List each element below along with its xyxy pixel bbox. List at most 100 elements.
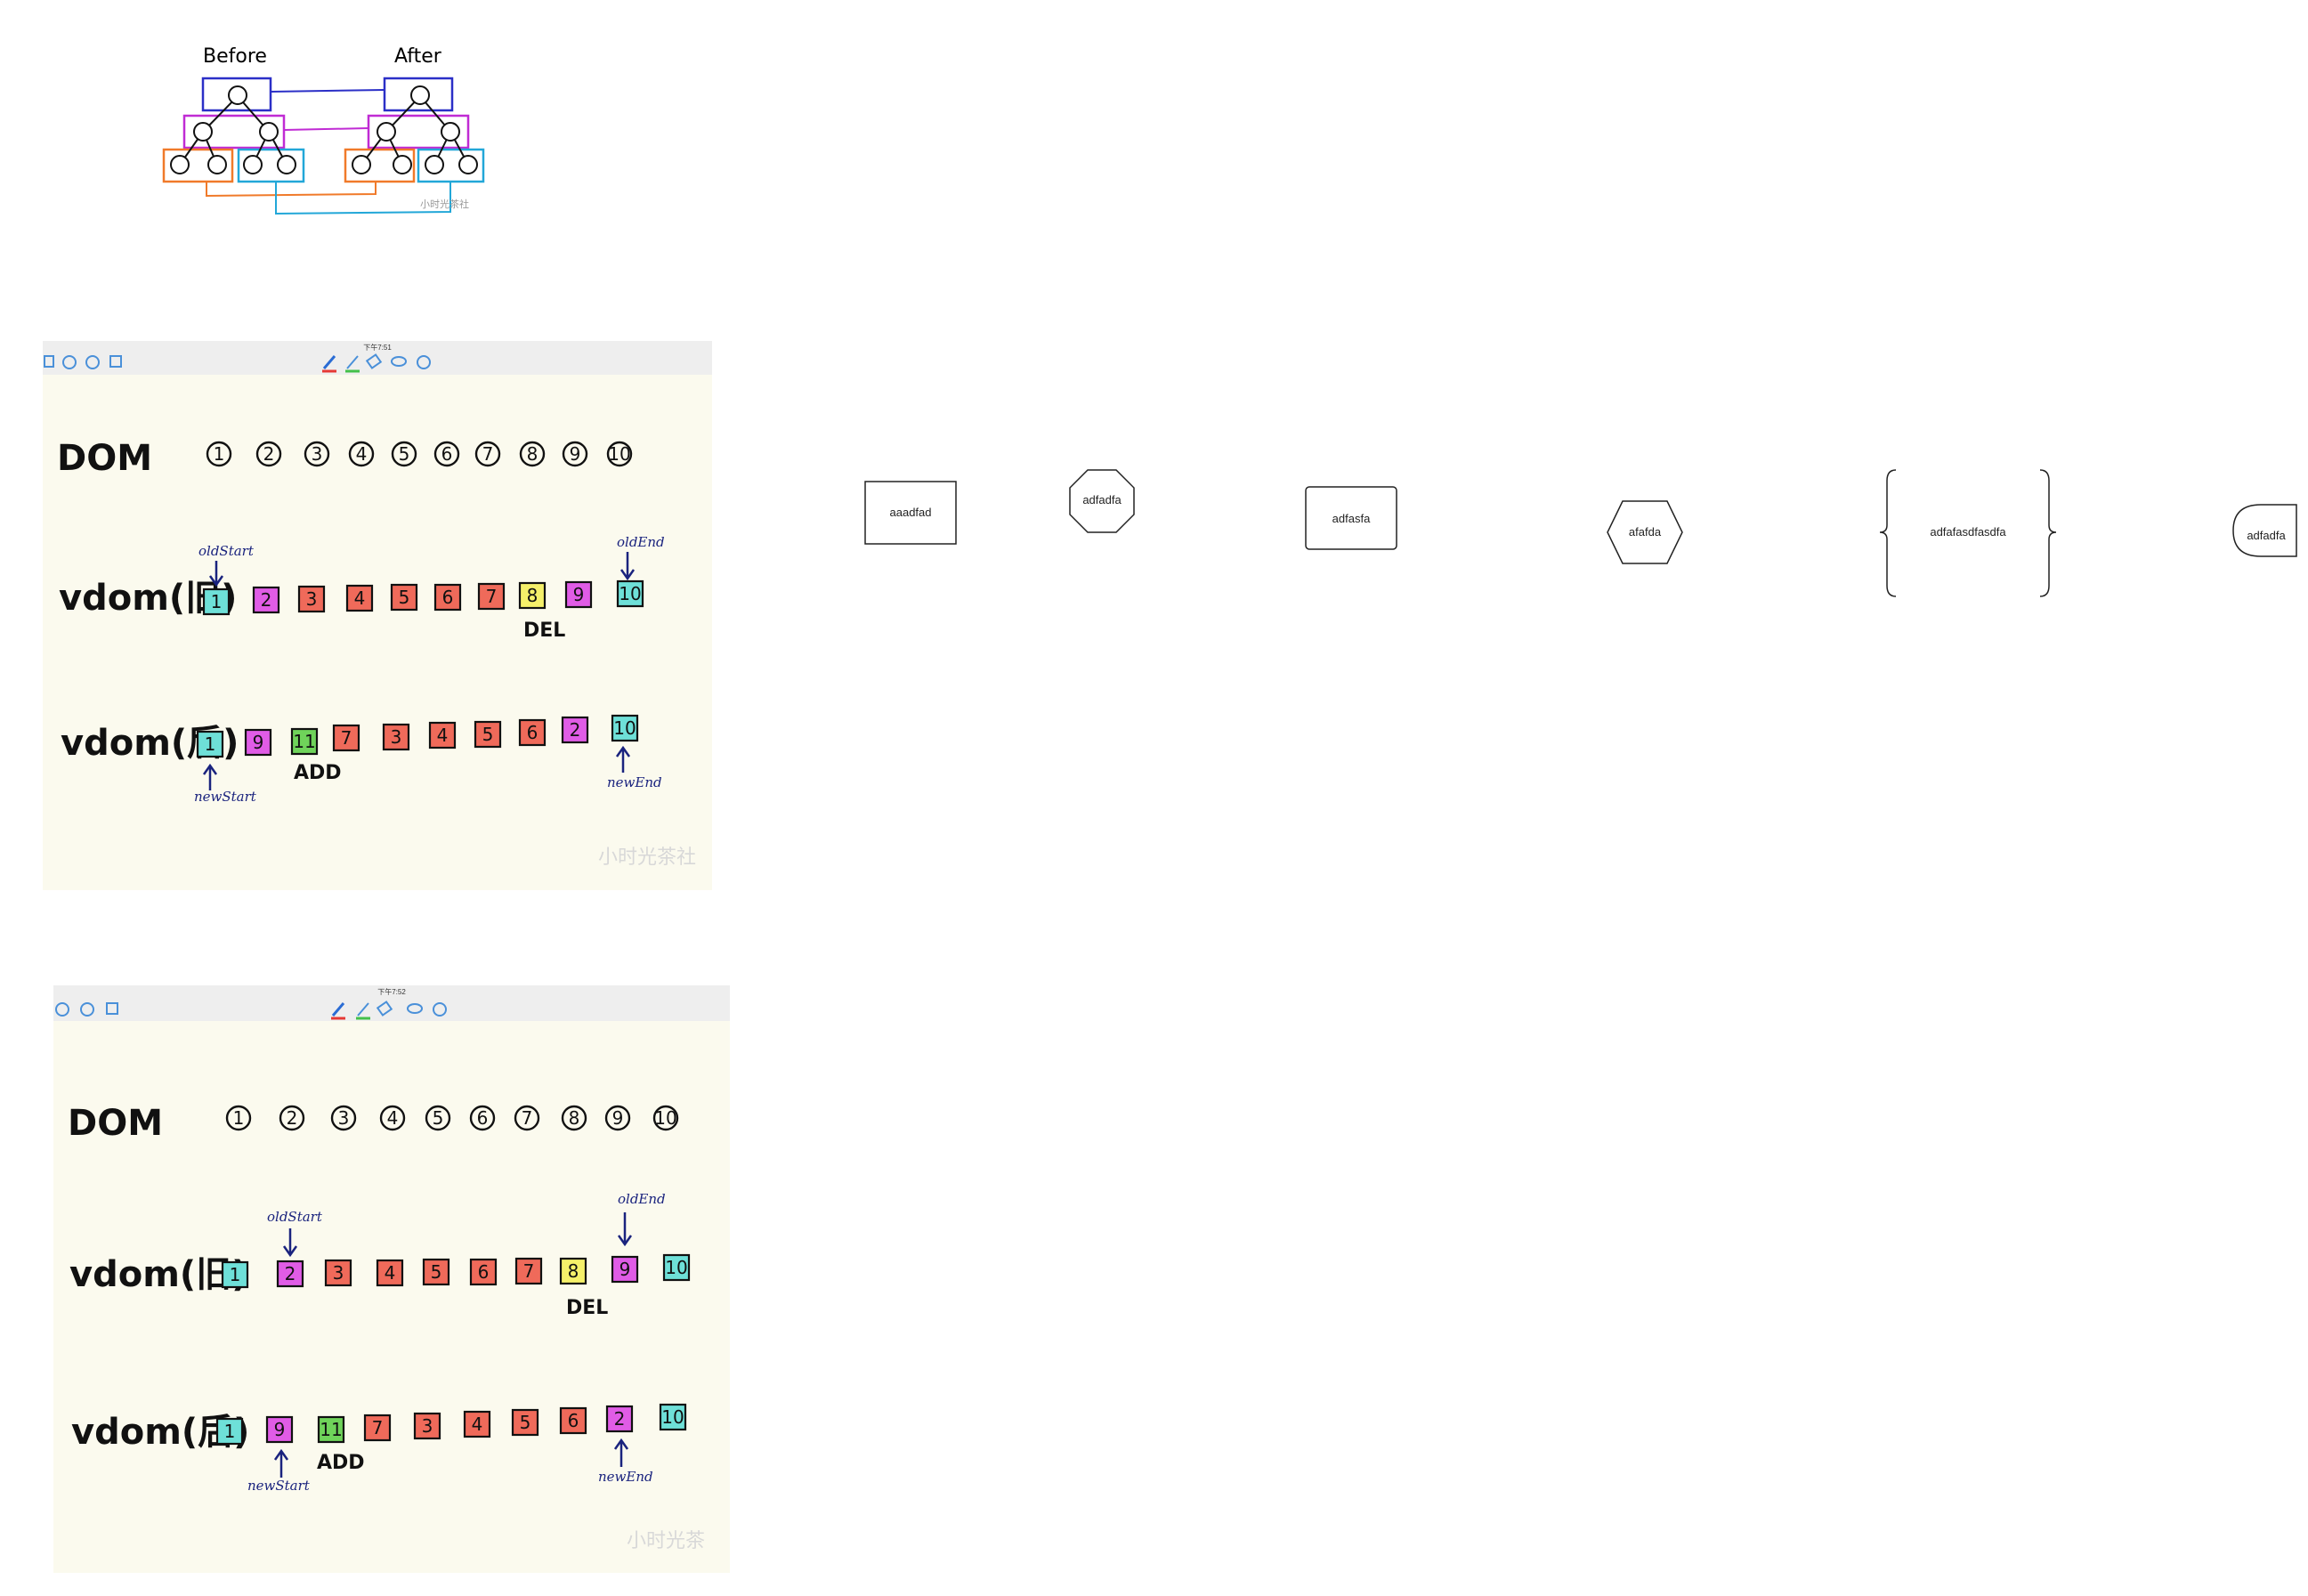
add-icon[interactable] <box>55 1002 69 1017</box>
board2-old-vnode-label: 2 <box>285 1263 296 1284</box>
board1-dom-node-label: 1 <box>214 443 225 465</box>
shape-hexagon-label: afafda <box>1629 525 1662 539</box>
board1-old-vnode-box <box>345 584 374 612</box>
board2-new-vnode-label: 7 <box>372 1417 384 1438</box>
tree-watermark: 小时光茶社 <box>420 198 469 210</box>
board1-dom-node-circle <box>255 441 282 467</box>
board2-new-vnode-label: 9 <box>274 1419 286 1440</box>
board1-oldstart-label: oldStart <box>198 543 255 559</box>
board1-old-vnode-box <box>518 581 547 610</box>
board2-dom-node-circle <box>225 1105 252 1131</box>
board2-dom-node-circle <box>514 1105 540 1131</box>
board1-dom-node-circle <box>606 441 633 467</box>
board2-old-vnode-box <box>324 1259 352 1287</box>
shape-rectangle[interactable]: aaadfad <box>864 481 957 545</box>
marker-icon[interactable] <box>357 1002 369 1017</box>
board1-old-vnode-box <box>564 580 593 609</box>
share-icon[interactable] <box>80 1002 94 1017</box>
edit-icon[interactable] <box>106 1002 118 1015</box>
board2-toolbar <box>55 1001 447 1020</box>
board2-dom-node-label: 6 <box>477 1107 489 1129</box>
tree-diagram: Before After <box>162 45 485 215</box>
board1-dom-node-label: 10 <box>608 443 630 465</box>
board1-old-vnode-box <box>297 585 326 613</box>
board1-new-vnode-box <box>196 730 224 758</box>
board1-del-mark: DEL <box>523 620 565 642</box>
board1-new-vnode-box <box>332 724 360 752</box>
board2-old-vnode-box <box>221 1260 249 1289</box>
marker-icon[interactable] <box>346 355 359 369</box>
board1-old-vnode-box <box>477 582 506 611</box>
board1-status-time: 下午7:51 <box>363 343 392 352</box>
pen-icon[interactable] <box>322 355 336 369</box>
board2-new-vnode-label: 11 <box>320 1419 342 1440</box>
board2-new-vnode-box <box>363 1414 392 1442</box>
board1-new-vnode-label: 3 <box>391 726 402 748</box>
board2-dom-node-circle <box>561 1105 587 1131</box>
board2-old-vnode-label: 10 <box>665 1257 687 1278</box>
board1-dom-node-circle <box>474 441 501 467</box>
board2-dom-node-label: 9 <box>612 1107 624 1129</box>
pen-icon[interactable] <box>331 1002 345 1017</box>
board2-old-vnode-box <box>559 1257 587 1285</box>
board1-newstart-arrow <box>202 763 218 790</box>
grid-icon[interactable] <box>44 355 54 368</box>
board1-old-vnode-label: 8 <box>527 585 539 606</box>
board2-dom-node-circle <box>279 1105 305 1131</box>
clear-icon[interactable] <box>417 355 431 369</box>
board1-old-vnode-label: 7 <box>486 586 498 607</box>
shape-hexagon[interactable]: afafda <box>1607 500 1683 564</box>
lasso-icon[interactable] <box>391 356 407 367</box>
board1-old-vnode-label: 4 <box>354 587 366 609</box>
share-icon[interactable] <box>85 355 100 369</box>
lasso-icon[interactable] <box>407 1003 423 1014</box>
board1-new-vnode-label: 5 <box>482 724 494 745</box>
clear-icon[interactable] <box>433 1002 447 1017</box>
shape-octagon-label: adfadfa <box>1082 493 1122 506</box>
board1-new-vnode-label: 6 <box>527 722 539 743</box>
eraser-icon[interactable] <box>365 353 383 369</box>
board1-newend-label: newEnd <box>607 774 662 790</box>
board1-old-vnode-label: 5 <box>399 587 410 608</box>
connector-level3-left <box>206 182 377 198</box>
shape-rounded-rectangle-label: adfasfa <box>1332 512 1371 525</box>
shape-octagon[interactable]: adfadfa <box>1069 469 1135 533</box>
board2-old-label: vdom(旧) <box>69 1254 247 1295</box>
connector-level2 <box>283 127 369 131</box>
board1-dom-node-label: 2 <box>263 443 275 465</box>
board2-old-vnode-box <box>376 1259 404 1287</box>
edit-icon[interactable] <box>109 355 122 368</box>
eraser-icon[interactable] <box>376 1001 393 1017</box>
board1-dom-node-circle <box>304 441 330 467</box>
board2-dom-node-label: 8 <box>569 1107 580 1129</box>
connector-level3-right <box>275 182 451 215</box>
board1-old-vnode-label: 9 <box>573 584 585 605</box>
add-icon[interactable] <box>62 355 77 369</box>
board1-dom-node-circle <box>562 441 588 467</box>
board2-new-vnode-box <box>265 1415 294 1444</box>
board1-newstart-label: newStart <box>194 789 257 805</box>
board1-new-vnode-label: 10 <box>613 717 636 739</box>
board2-dom-node-circle <box>604 1105 631 1131</box>
board2-old-vnode-box <box>469 1258 498 1286</box>
board1-dom-node-label: 9 <box>570 443 581 465</box>
board1-dom-node-label: 8 <box>527 443 539 465</box>
board1-oldend-label: oldEnd <box>617 534 665 550</box>
board2-new-vnode-label: 2 <box>614 1408 626 1430</box>
board1-dom-label: DOM <box>57 438 152 479</box>
board1-new-vnode-box <box>474 720 502 749</box>
board1-new-vnode-label: 2 <box>570 719 581 741</box>
board2-new-vnode-box <box>215 1417 244 1446</box>
board2-dom-node-label: 1 <box>233 1107 245 1129</box>
board2-dom-node-circle <box>469 1105 496 1131</box>
shape-delay[interactable]: adfadfa <box>2232 504 2297 557</box>
board1-old-vnode-box <box>390 583 418 612</box>
board2-old-vnode-box <box>611 1255 639 1284</box>
shape-braces[interactable]: adfafasdfasdfa <box>1879 469 2057 597</box>
shape-rounded-rectangle[interactable]: adfasfa <box>1305 486 1397 550</box>
board2-new-vnode-label: 3 <box>422 1415 433 1437</box>
